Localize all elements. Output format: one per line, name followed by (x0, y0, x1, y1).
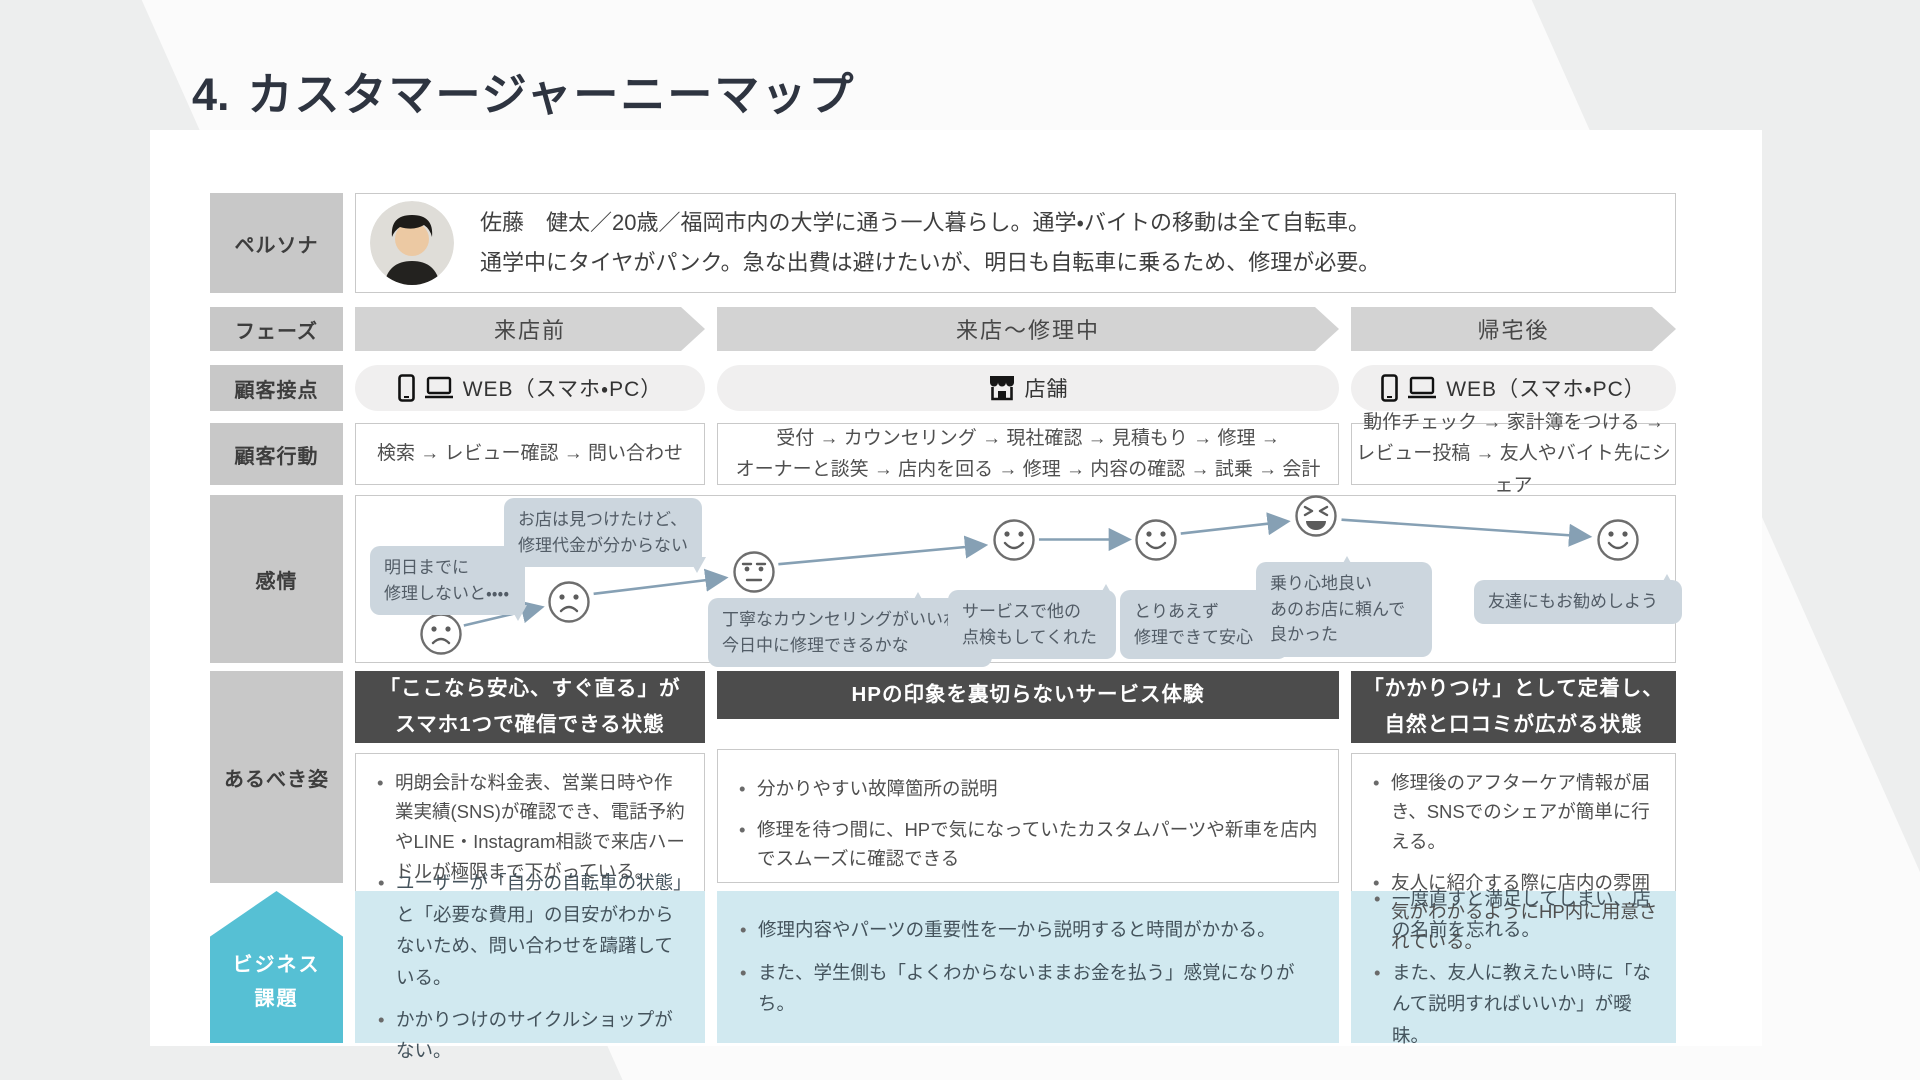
emotion-face-smile-1 (992, 518, 1036, 562)
touchpoint-row-label: 顧客接点 (210, 365, 343, 411)
emotion-bubble-3: 丁寧なカウンセリングがいいね 今日中に修理できるかな (708, 592, 992, 667)
emotion-face-smile-3 (1596, 518, 1640, 562)
phase-after-return: 帰宅後 (1351, 307, 1676, 351)
ideal-col-during: HPの印象を裏切らないサービス体験 分かりやすい故障箇所の説明 修理を待つ間に、… (717, 671, 1339, 883)
emotion-curve-arrows (463, 512, 1593, 627)
business-bullet: 修理内容やパーツの重要性を一から説明すると時間がかかる。 (737, 914, 1319, 946)
ideal-bullet: 修理後のアフターケア情報が届き、SNSでのシェアが簡単に行える。 (1370, 768, 1659, 857)
actions-before-visit: 検索 → レビュー確認 → 問い合わせ (355, 423, 705, 485)
action-row: 顧客行動 検索 → レビュー確認 → 問い合わせ 受付 → カウンセリング → … (210, 412, 1676, 496)
emotion-bubble-6: 乗り心地良い あのお店に頼んで 良かった (1256, 556, 1432, 657)
page-title: 4. カスタマージャーニーマップ (192, 58, 855, 123)
persona-line-2: 通学中にタイヤがパンク。急な出費は避けたいが、明日も自転車に乗るため、修理が必要… (480, 250, 1381, 275)
touchpoint-row: 顧客接点 WEB（スマホ・PC） 店舗 WEB（スマホ・PC） (210, 365, 1676, 411)
emotion-bubble-4: サービスで他の 点検もしてくれた (948, 584, 1116, 659)
laptop-icon (424, 376, 453, 399)
business-issues-after: 一度直すと満足してしまい、店の名前を忘れる。 また、友人に教えたい時に「なんて説… (1351, 883, 1676, 1046)
phase-row: フェーズ 来店前 来店〜修理中 帰宅後 (210, 307, 1676, 351)
touchpoint-web-2-text: WEB（スマホ・PC） (1446, 378, 1646, 401)
action-row-label: 顧客行動 (210, 423, 343, 485)
ideal-body-during: 分かりやすい故障箇所の説明 修理を待つ間に、HPで気になっていたカスタムパーツや… (717, 749, 1339, 883)
actions-after-return: 動作チェック → 家計簿をつける → レビュー投稿 → 友人やバイト先にシェア (1351, 412, 1676, 496)
emotion-row-label: 感情 (210, 495, 343, 663)
persona-avatar (370, 201, 454, 285)
business-bullet: また、友人に教えたい時に「なんて説明すればいいか」が曖昧。 (1371, 957, 1656, 1051)
customer-journey-map: ペルソナ 佐藤 健太／20歳／福岡市内の大学に通う一人暮らし。通学・バイトの移動… (210, 193, 1682, 1061)
persona-line-1: 佐藤 健太／20歳／福岡市内の大学に通う一人暮らし。通学・バイトの移動は全て自転… (480, 210, 1370, 235)
store-icon (989, 376, 1014, 401)
business-bullet: 一度直すと満足してしまい、店の名前を忘れる。 (1371, 883, 1656, 946)
emotion-face-sad-2 (547, 580, 591, 624)
emotion-bubble-1: 明日までに 修理しないと・・・・.b1t::after{left:62%} (370, 546, 528, 621)
business-issues-row: ビジネス 課題 ユーザーが「自分の自転車の状態」と「必要な費用」の目安がわからな… (210, 867, 1676, 1061)
emotion-bubble-7: 友達にもお勧めしよう (1474, 574, 1682, 624)
emotion-bubble-5-text: とりあえず 修理できて安心 (1134, 602, 1253, 647)
emotion-bubble-2-text: お店は見つけたけど、 修理代金が分からない (518, 510, 688, 555)
phase-row-label: フェーズ (210, 307, 343, 351)
page-title-number: 4. (192, 69, 230, 120)
smartphone-icon (1381, 374, 1399, 402)
page-title-text: カスタマージャーニーマップ (247, 69, 856, 120)
persona-box: 佐藤 健太／20歳／福岡市内の大学に通う一人暮らし。通学・バイトの移動は全て自転… (355, 193, 1676, 293)
emotion-row: 感情 (210, 494, 1682, 667)
business-bullet: かかりつけのサイクルショップがない。 (375, 1004, 685, 1067)
ideal-header-after: 「かかりつけ」として定着し、 自然と口コミが広がる状態 (1351, 671, 1676, 743)
ideal-state-row-label: あるべき姿 (210, 671, 343, 883)
ideal-bullet: 分かりやすい故障箇所の説明 (736, 774, 1322, 804)
emotion-bubble-7-text: 友達にもお勧めしよう (1488, 592, 1658, 611)
ideal-col-before: 「ここなら安心、すぐ直る」が スマホ1つで確信できる状態 明朗会計な料金表、営業… (355, 671, 705, 896)
emotion-face-smile-2 (1134, 518, 1178, 562)
touchpoint-web-1: WEB（スマホ・PC） (355, 365, 705, 411)
emotion-bubble-2: お店は見つけたけど、 修理代金が分からない (504, 498, 706, 573)
emotion-bubble-4-text: サービスで他の 点検もしてくれた (962, 602, 1097, 647)
persona-description: 佐藤 健太／20歳／福岡市内の大学に通う一人暮らし。通学・バイトの移動は全て自転… (480, 212, 1380, 274)
laptop-icon (1408, 376, 1437, 399)
ideal-state-row: あるべき姿 「ここなら安心、すぐ直る」が スマホ1つで確信できる状態 明朗会計な… (210, 671, 1676, 966)
touchpoint-web-1-text: WEB（スマホ・PC） (462, 378, 663, 401)
actions-during-repair: 受付 → カウンセリング → 現社確認 → 見積もり → 修理 → オーナーと談… (717, 423, 1339, 485)
emotion-face-neutral (732, 550, 776, 594)
ideal-header-before: 「ここなら安心、すぐ直る」が スマホ1つで確信できる状態 (355, 671, 705, 743)
business-bullet: ユーザーが「自分の自転車の状態」と「必要な費用」の目安がわからないため、問い合わ… (375, 867, 685, 993)
emotion-face-laugh (1294, 494, 1338, 538)
business-issues-before: ユーザーが「自分の自転車の状態」と「必要な費用」の目安がわからないため、問い合わ… (355, 867, 705, 1061)
touchpoint-web-2: WEB（スマホ・PC） (1351, 365, 1676, 411)
emotion-curve-box: 明日までに 修理しないと・・・・.b1t::after{left:62%} お店… (355, 494, 1682, 667)
touchpoint-store: 店舗 (717, 365, 1339, 411)
business-bullet: また、学生側も「よくわからないままお金を払う」感覚になりがち。 (737, 957, 1319, 1020)
ideal-col-after: 「かかりつけ」として定着し、 自然と口コミが広がる状態 修理後のアフターケア情報… (1351, 671, 1676, 966)
phase-during-repair: 来店〜修理中 (717, 307, 1339, 351)
ideal-bullet: 修理を待つ間に、HPで気になっていたカスタムパーツや新車を店内でスムーズに確認で… (736, 815, 1322, 874)
persona-row-label: ペルソナ (210, 193, 343, 293)
touchpoint-store-text: 店舗 (1024, 378, 1069, 401)
emotion-face-sad-1 (419, 612, 463, 656)
business-issues-label: ビジネス 課題 (210, 891, 343, 1043)
persona-row: ペルソナ 佐藤 健太／20歳／福岡市内の大学に通う一人暮らし。通学・バイトの移動… (210, 193, 1676, 293)
emotion-bubble-6-text: 乗り心地良い あのお店に頼んで 良かった (1270, 574, 1406, 644)
business-issues-during: 修理内容やパーツの重要性を一から説明すると時間がかかる。 また、学生側も「よくわ… (717, 891, 1339, 1043)
emotion-bubble-3-text: 丁寧なカウンセリングがいいね 今日中に修理できるかな (722, 610, 960, 655)
young-man-photo-icon (370, 201, 454, 285)
smartphone-icon (397, 374, 415, 402)
phase-before-visit: 来店前 (355, 307, 705, 351)
emotion-bubble-1-text: 明日までに 修理しないと・・・・ (384, 558, 510, 603)
ideal-header-during: HPの印象を裏切らないサービス体験 (717, 671, 1339, 720)
